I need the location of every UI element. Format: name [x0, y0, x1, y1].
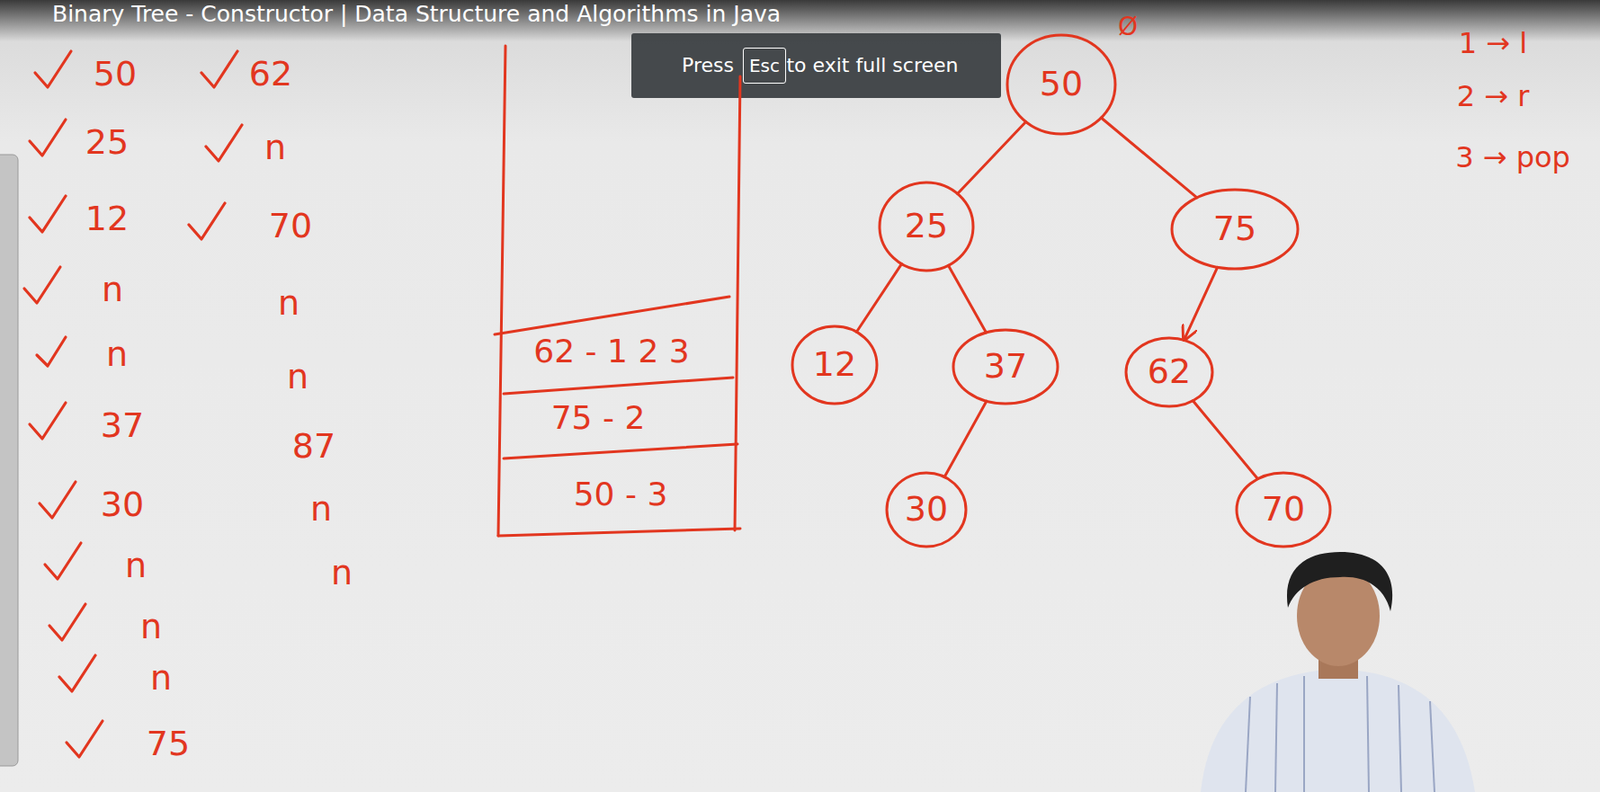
check-marks — [24, 51, 242, 758]
node-circle — [1171, 189, 1298, 269]
check-mark — [29, 402, 66, 439]
overlay-text: Press — [681, 54, 734, 77]
node-value: 37 — [983, 348, 1028, 386]
check-mark — [24, 267, 61, 304]
handwritten-note: 37 — [100, 407, 144, 446]
node-circle — [953, 330, 1058, 404]
stack-bottom — [498, 528, 741, 537]
handwritten-note: n — [140, 608, 162, 647]
check-mark — [36, 337, 66, 367]
check-mark — [35, 51, 72, 88]
frame-state: 50 - 3 — [573, 476, 669, 513]
handwritten-note: n — [150, 660, 172, 698]
tree-node: 25 — [877, 180, 975, 273]
handwritten-note: n — [264, 129, 287, 168]
handwritten-note: n — [310, 491, 332, 529]
stack-wall — [498, 45, 506, 537]
handwritten-note: 87 — [292, 428, 336, 466]
node-value: 50 — [1039, 65, 1083, 104]
presenter-figure — [1200, 552, 1475, 792]
tree-node: 37 — [951, 328, 1060, 406]
stack-frame: 50 - 3 — [566, 473, 676, 517]
stack-divider — [503, 444, 738, 459]
node-circle — [792, 326, 877, 404]
handwritten-note: 30 — [100, 486, 144, 525]
check-mark — [29, 196, 66, 233]
handwritten-note: n — [277, 285, 300, 323]
fullscreen-overlay — [631, 33, 1002, 99]
node-circle — [1236, 473, 1331, 547]
check-mark — [49, 604, 86, 641]
video-title: Binary Tree - Constructor | Data Structu… — [52, 1, 781, 27]
handwritten-note: 3 → pop — [1455, 142, 1571, 174]
node-circle — [1007, 35, 1116, 135]
frame-state: 75 - 2 — [551, 400, 646, 437]
check-mark — [59, 655, 96, 692]
presenter-shirt — [1200, 669, 1475, 792]
handwritten-note: n — [125, 547, 147, 586]
handwritten-note: 12 — [85, 200, 129, 239]
node-circle — [886, 473, 966, 547]
tree-link — [1192, 401, 1258, 480]
tree-node: 30 — [884, 471, 968, 549]
node-value: 75 — [1213, 210, 1257, 249]
side-panel — [0, 154, 18, 767]
node-circle — [1126, 338, 1213, 407]
check-mark — [29, 119, 66, 156]
handwritten-note: Ø — [1117, 13, 1138, 42]
handwritten-note: 50 — [93, 55, 137, 94]
tree-node: 12 — [790, 324, 879, 406]
node-value: 70 — [1261, 491, 1306, 529]
node-value: 30 — [904, 491, 948, 529]
handwritten-note: n — [101, 271, 124, 310]
check-mark — [188, 203, 225, 240]
tree-node: 75 — [1170, 187, 1300, 271]
stack-frame: 62 - 1 2 3 — [526, 330, 697, 374]
overlay-text: to exit full screen — [786, 54, 958, 77]
tree-node: 62 — [1124, 336, 1215, 409]
check-mark — [201, 51, 238, 88]
tree-link — [1183, 267, 1217, 340]
tree-node: 50 — [1005, 33, 1118, 136]
presenter-hair — [1287, 552, 1393, 612]
check-mark — [205, 125, 242, 161]
check-mark — [44, 543, 81, 580]
node-value: 25 — [904, 207, 948, 246]
handwritten-note: 70 — [268, 207, 313, 246]
handwritten-note: 25 — [85, 124, 129, 162]
node-value: 62 — [1147, 353, 1191, 392]
node-value: 12 — [813, 346, 857, 385]
handwritten-note: n — [330, 554, 353, 593]
tree-node: 70 — [1234, 471, 1332, 549]
frame-state: 62 - 1 2 3 — [533, 333, 689, 370]
key-cap: Esc — [742, 47, 787, 84]
stack-divider — [494, 296, 730, 335]
tree-link — [856, 264, 902, 333]
stack-divider — [503, 377, 733, 394]
shirt-stripes — [1245, 676, 1435, 792]
stack-frame: 75 - 2 — [544, 396, 653, 440]
tree-link — [944, 401, 987, 477]
handwritten-note: 1 → l — [1458, 27, 1528, 60]
handwritten-note: 75 — [146, 725, 190, 764]
check-mark — [66, 721, 103, 758]
stack-outline — [494, 45, 741, 537]
handwritten-note: 62 — [249, 55, 293, 94]
tree-link — [947, 265, 986, 333]
handwritten-note: 2 → r — [1456, 80, 1530, 113]
stack-wall — [734, 76, 741, 531]
handwritten-note: n — [286, 358, 309, 397]
check-mark — [39, 482, 76, 519]
tree-link — [957, 121, 1027, 194]
handwritten-note: n — [106, 336, 128, 375]
node-circle — [879, 182, 974, 271]
tree-link — [1100, 117, 1197, 198]
